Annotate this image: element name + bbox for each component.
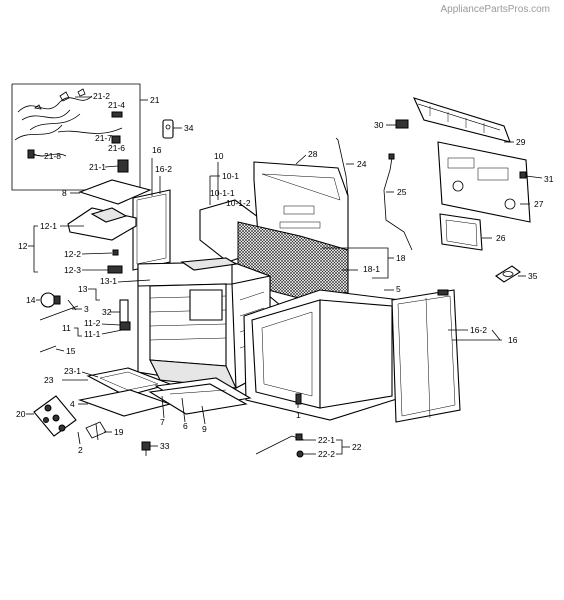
callout-10-1: 10-1 bbox=[222, 171, 239, 181]
part-15-screw bbox=[39, 345, 57, 353]
part-31-clip bbox=[519, 171, 527, 179]
callout-33: 33 bbox=[160, 441, 170, 451]
callout-21-1: 21-1 bbox=[89, 162, 106, 172]
callout-13: 13 bbox=[78, 284, 88, 294]
part-8-plate bbox=[78, 179, 152, 205]
wire-21-7 bbox=[57, 127, 123, 134]
callout-21-8: 21-8 bbox=[44, 151, 61, 161]
callout-28: 28 bbox=[308, 149, 318, 159]
callout-21-4: 21-4 bbox=[108, 100, 125, 110]
part-5-liner bbox=[243, 289, 401, 421]
callout-4: 4 bbox=[70, 399, 75, 409]
callout-22: 22 bbox=[352, 442, 362, 452]
part-27-rear-panel bbox=[437, 141, 531, 223]
callout-10-1-2: 10-1-2 bbox=[226, 198, 251, 208]
callout-9: 9 bbox=[202, 424, 207, 434]
part-32-bracket bbox=[119, 299, 129, 323]
callout-27: 27 bbox=[534, 199, 544, 209]
part-3-hinge bbox=[39, 299, 79, 321]
callout-20: 20 bbox=[16, 409, 26, 419]
part-20-burner-cover bbox=[33, 395, 77, 437]
part-9-base-frame bbox=[148, 377, 252, 415]
callout-16-right: 16 bbox=[508, 335, 518, 345]
callout-13-1: 13-1 bbox=[100, 276, 117, 286]
callout-18: 18 bbox=[396, 253, 406, 263]
callout-11-1: 11-1 bbox=[84, 329, 101, 339]
callout-21: 21 bbox=[150, 95, 160, 105]
callout-24: 24 bbox=[357, 159, 367, 169]
callout-16-left: 16 bbox=[152, 145, 162, 155]
callout-2: 2 bbox=[78, 445, 83, 455]
callout-7: 7 bbox=[160, 417, 165, 427]
part-1-screw bbox=[295, 393, 302, 408]
callout-30: 30 bbox=[374, 120, 384, 130]
callout-12-3: 12-3 bbox=[64, 265, 81, 275]
callout-21-6: 21-6 bbox=[108, 143, 125, 153]
callout-21-7: 21-7 bbox=[95, 133, 112, 143]
callout-26: 26 bbox=[496, 233, 506, 243]
part-12-3-switch bbox=[107, 265, 123, 274]
watermark: AppliancePartsPros.com bbox=[440, 4, 551, 15]
part-12-2-clip bbox=[112, 249, 119, 256]
part-33-bolt bbox=[141, 441, 151, 456]
callout-34: 34 bbox=[184, 123, 194, 133]
part-29-rear-top-panel bbox=[412, 97, 511, 143]
callout-19: 19 bbox=[114, 427, 124, 437]
callout-12-2: 12-2 bbox=[64, 249, 81, 259]
callout-10: 10 bbox=[214, 151, 224, 161]
callout-3: 3 bbox=[84, 304, 89, 314]
callout-12: 12 bbox=[18, 241, 28, 251]
callout-11-2: 11-2 bbox=[84, 318, 101, 328]
callout-16-2-right: 16-2 bbox=[470, 325, 487, 335]
part-24-rod bbox=[335, 137, 349, 197]
callout-32: 32 bbox=[102, 307, 112, 317]
callout-11: 11 bbox=[62, 323, 71, 333]
callout-5: 5 bbox=[396, 284, 401, 294]
callout-14: 14 bbox=[26, 295, 36, 305]
callout-22-1: 22-1 bbox=[318, 435, 335, 445]
callout-15: 15 bbox=[66, 346, 76, 356]
callout-35: 35 bbox=[528, 271, 538, 281]
part-2-pin bbox=[77, 431, 81, 445]
part-30-bracket bbox=[395, 119, 409, 129]
callout-12-1: 12-1 bbox=[40, 221, 57, 231]
callout-16-2-left: 16-2 bbox=[155, 164, 172, 174]
callout-23: 23 bbox=[44, 375, 54, 385]
part-22-2-foot bbox=[296, 450, 304, 458]
callout-10-1-1: 10-1-1 bbox=[210, 188, 235, 198]
connector-21-8 bbox=[27, 149, 35, 159]
terminal-21-6 bbox=[111, 135, 121, 144]
callout-22-2: 22-2 bbox=[318, 449, 335, 459]
part-16-door-panel bbox=[391, 289, 461, 423]
callout-29: 29 bbox=[516, 137, 526, 147]
part-11-switch bbox=[119, 321, 131, 331]
part-19-bracket bbox=[85, 421, 107, 441]
part-14-lamp bbox=[40, 292, 61, 308]
wire-harness bbox=[14, 95, 93, 141]
callout-31: 31 bbox=[544, 174, 554, 184]
part-26-cover bbox=[439, 213, 483, 251]
callout-25: 25 bbox=[397, 187, 407, 197]
callout-18-1: 18-1 bbox=[363, 264, 380, 274]
part-25-tube bbox=[383, 157, 413, 251]
connector-21-4 bbox=[111, 111, 123, 118]
callout-21-2: 21-2 bbox=[93, 91, 110, 101]
callout-8: 8 bbox=[62, 188, 67, 198]
switch-21-1 bbox=[117, 159, 129, 173]
callout-1: 1 bbox=[296, 410, 301, 420]
part-35-grommet bbox=[495, 265, 521, 283]
part-16-side-panel bbox=[132, 189, 171, 271]
callout-23-1: 23-1 bbox=[64, 366, 81, 376]
callout-6: 6 bbox=[183, 421, 188, 431]
wire-harness-group bbox=[11, 83, 148, 191]
